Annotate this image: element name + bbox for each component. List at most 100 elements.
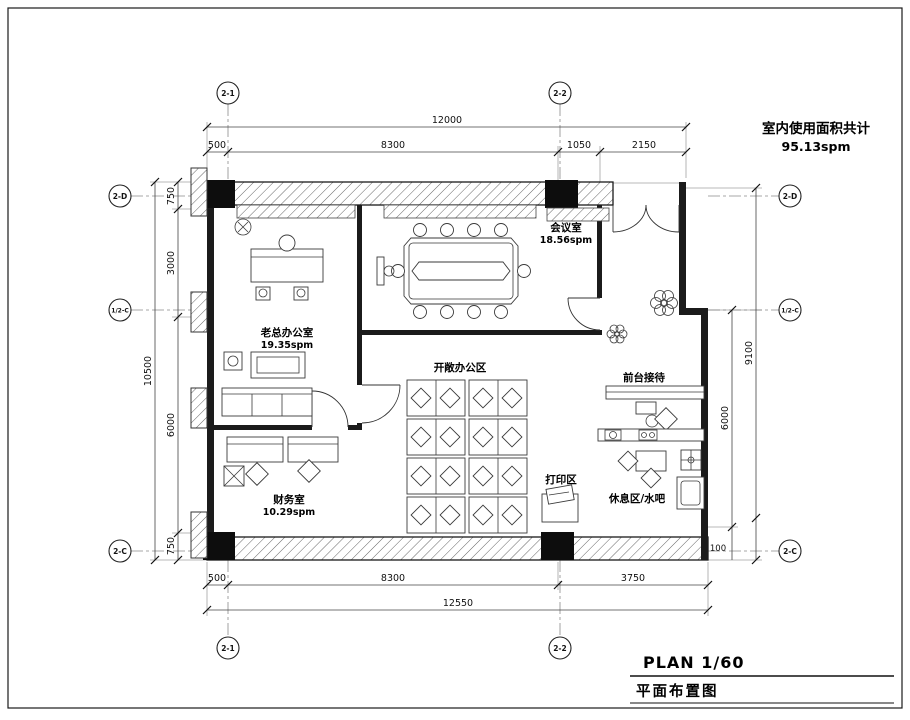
meeting-room-door [567,297,601,331]
reception-desk [605,385,705,400]
chair [617,450,639,472]
sofa [221,387,313,417]
workstation-cluster [406,496,466,534]
workstation-cluster [468,457,528,495]
boss-office-door [361,384,401,424]
dimension-left-segments: 750 3000 6000 750 [166,177,183,565]
dim-bottom-8300: 8300 [381,573,405,584]
plant-icon [606,324,628,344]
dim-left-3000: 3000 [166,251,177,275]
axis-label: 2-2 [553,89,567,98]
chair [494,305,508,319]
plant-icon [650,290,678,316]
column [545,180,578,208]
dimension-right: 9100 6000 100 [710,183,761,565]
coffee-table [250,351,306,379]
finance-room-furniture [223,436,339,487]
room-label-finance: 财务室 [272,493,305,506]
chair [654,407,678,431]
cabinet [236,204,356,219]
chair [440,223,454,237]
chair [413,305,427,319]
axis-marker-2-C-left: 2-C [108,539,132,563]
room-label-print: 打印区 [545,473,577,486]
plant-icon [234,218,252,236]
dim-right-9100: 9100 [744,341,755,365]
chair [391,264,405,278]
axis-label: 2-2 [553,644,567,653]
room-label-boss: 老总办公室 [260,326,314,339]
boss-office-furniture [221,218,324,417]
dim-bottom-total: 12550 [443,598,473,609]
entrance-plants [606,290,678,344]
border-frame [7,7,903,709]
dim-left-6000: 6000 [166,413,177,437]
window [190,291,208,333]
wall-left [207,182,214,560]
axis-label: 2-1 [221,89,235,98]
title-block: PLAN 1/60 平面布置图 [630,653,894,704]
axis-marker-2-C-right: 2-C [778,539,802,563]
window [190,167,208,217]
room-area-boss: 19.35spm [261,340,314,351]
dim-top-8300: 8300 [381,140,405,151]
chair [245,462,269,486]
axis-marker-2-D-right: 2-D [778,184,802,208]
workstation-cluster [468,496,528,534]
dim-right-100: 100 [710,544,726,554]
axis-label: 2-1 [221,644,235,653]
screen [376,256,385,286]
wall-interior [348,425,362,430]
dim-top-1050: 1050 [567,140,591,151]
entrance-double-door [612,204,680,233]
axis-label: 1/2-C [111,308,129,315]
axis-marker-2-2-bottom: 2-2 [548,636,572,660]
chair [413,223,427,237]
chair [494,223,508,237]
dimension-top-segments: 500 8300 1050 2150 [202,140,691,157]
workstation-cluster [468,379,528,417]
dimensions: 12000 500 8300 1050 2150 10500 [143,115,762,616]
axis-marker-2-2-top: 2-2 [548,81,572,105]
axis-marker-2-D-left: 2-D [108,184,132,208]
room-labels: 老总办公室 19.35spm 会议室 18.56spm 开敞办公区 前台接待 财… [260,221,666,518]
cabinet [383,204,537,219]
wall-bottom [206,536,709,561]
rest-area-furniture [597,428,705,510]
dim-left-750a: 750 [166,187,177,205]
dim-left-750b: 750 [166,537,177,555]
axis-marker-half-C-left: 1/2-C [108,298,132,322]
wall-step [679,308,708,315]
axis-marker-half-C-right: 1/2-C [778,298,802,322]
room-area-meeting: 18.56spm [540,235,593,246]
workstation-cluster [406,457,466,495]
axis-label: 2-C [783,547,797,556]
meeting-room-furniture [376,223,531,319]
room-area-finance: 10.29spm [263,507,316,518]
axis-label: 1/2-C [781,308,799,315]
area-summary-title: 室内使用面积共计 [762,120,870,137]
bar-counter [597,428,705,442]
workstation-cluster [406,379,466,417]
chair [467,305,481,319]
reception-furniture [605,385,705,431]
dim-top-total: 12000 [432,115,462,126]
grid-axis-markers: 2-1 2-2 2-1 2-2 2-D 1/2-C 2-C 2-D [108,81,802,660]
chair [467,223,481,237]
wall-interior [214,425,312,430]
wall-right-upper [679,182,686,314]
dim-top-2150: 2150 [632,140,656,151]
chair [440,305,454,319]
printer [545,484,575,505]
open-office-workstations [406,379,528,534]
column [203,532,235,560]
wall-interior [362,330,602,335]
print-area-furniture [541,484,579,523]
dim-bottom-3750: 3750 [621,573,645,584]
dim-right-6000: 6000 [720,406,731,430]
doors [311,204,680,428]
finance-room-door [311,390,349,428]
wall-interior [357,205,362,385]
